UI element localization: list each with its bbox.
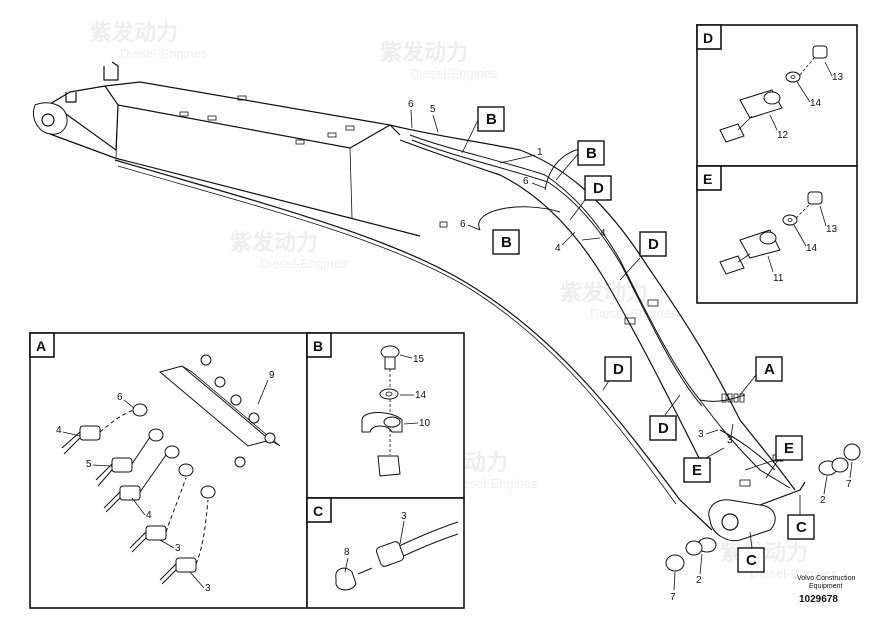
part-number: 5 [430,104,436,115]
part-number: 2 [696,575,702,586]
callout-box[interactable] [787,514,815,540]
part-number: 4 [146,510,152,521]
pin-spacer-left [665,537,717,572]
watermark-layer: 紫发动力 Diesel-Engines 紫发动力 Diesel-Engines … [90,20,838,581]
callout-box[interactable] [584,175,612,201]
part-number: 6 [117,392,123,403]
callout-label: B [501,234,512,251]
callout-box[interactable] [639,231,667,257]
part-number: 7 [670,592,676,603]
part-number: 8 [344,547,350,558]
part-number: 4 [555,243,561,254]
callout-label: C [796,519,807,536]
detail-panel-d: D 13 14 12 [696,24,858,167]
watermark-sub: Diesel-Engines [410,66,498,81]
panel-tag: D [703,30,713,46]
part-number: 14 [415,390,427,401]
callout-box[interactable] [683,457,711,483]
watermark-brand: 紫发动力 [380,40,468,65]
callout-label: D [648,236,659,253]
part-number: 9 [269,370,275,381]
connector-group-upper [200,354,276,468]
watermark-sub: Diesel-Engines [590,306,678,321]
excavator-boom [33,61,861,572]
watermark-sub: Diesel-Engines [120,46,208,61]
part-number: 6 [523,176,529,187]
part-number: 3 [727,435,733,446]
part-number: 3 [401,511,407,522]
part-number: 6 [408,99,414,110]
part-number: 2 [820,495,826,506]
drawing-footer: Volvo Construction Equipment 1029678 [797,575,855,605]
part-number: 1 [537,147,543,158]
part-number: 7 [846,479,852,490]
connector-group-lower [132,403,216,499]
part-number: 15 [413,354,425,365]
watermark-sub: Diesel-Engines [750,566,838,581]
maker-line-2: Equipment [809,583,843,590]
callout-label: E [692,462,702,479]
callout-box[interactable] [649,415,677,441]
part-number: 3 [698,429,704,440]
panel-tag: C [313,503,323,519]
main-callouts: B B B D D D D A E E C [461,106,815,573]
callout-label: D [658,420,669,437]
part-number: 10 [419,418,431,429]
callout-label: E [784,440,794,457]
part-number: 14 [806,243,818,254]
cable-clamps [721,393,745,403]
callout-label: D [593,180,604,197]
watermark-brand: 紫发动力 [90,20,178,45]
main-part-numbers: 6 5 1 6 6 4 4 3 3 2 7 2 7 [408,99,853,603]
drawing-number: 1029678 [799,594,838,605]
callout-label: B [586,145,597,162]
callout-label: B [486,111,497,128]
detail-panel-a: A [29,332,308,609]
watermark-sub: Diesel-Engines [450,476,538,491]
pin-spacer-right [818,443,861,476]
part-number: 14 [810,98,822,109]
callout-label: D [613,361,624,378]
callout-label: C [746,552,757,569]
part-number: 4 [600,228,606,239]
cable-plugs [61,409,209,585]
callout-box[interactable] [755,356,783,382]
callout-box[interactable] [737,547,765,573]
panel-tag: A [36,338,46,354]
detail-panel-b: B 15 14 10 [306,332,465,499]
watermark-sub: Diesel-Engines [260,256,348,271]
callout-box[interactable] [577,140,605,166]
watermark-brand: 紫发动力 [230,230,318,255]
callout-box[interactable] [492,229,520,255]
detail-panel-c: C 3 8 [306,497,465,609]
part-number: 3 [175,543,181,554]
watermark-brand: 紫发动力 [560,280,648,305]
part-number: 4 [56,425,62,436]
callout-box[interactable] [604,356,632,382]
part-number: 13 [826,224,838,235]
callout-label: A [764,361,775,378]
maker-line-1: Volvo Construction [797,575,855,582]
part-number: 12 [777,130,789,141]
panel-tag: E [703,171,712,187]
part-number: 13 [832,72,844,83]
callout-box[interactable] [477,106,505,132]
panel-tag: B [313,338,323,354]
part-number: 11 [773,273,784,284]
callout-box[interactable] [775,435,803,461]
detail-panel-e: E 13 14 11 [696,165,858,304]
part-number: 5 [86,459,92,470]
part-number: 6 [460,219,466,230]
part-number: 3 [205,583,211,594]
